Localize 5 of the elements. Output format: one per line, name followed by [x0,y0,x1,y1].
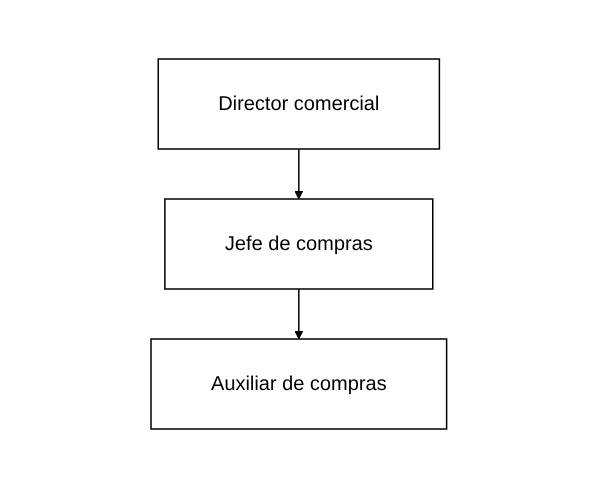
node-box: Auxiliar de compras [150,338,448,430]
arrow [294,148,303,199]
node-box: Jefe de compras [164,198,434,290]
node-box: Director comercial [157,58,440,150]
arrow [294,288,303,339]
